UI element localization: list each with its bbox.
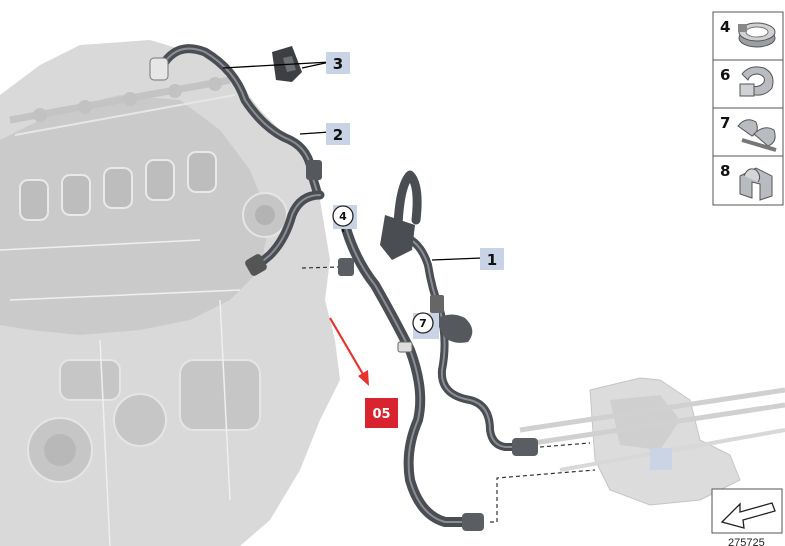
clamp-ring-icon <box>738 22 776 48</box>
legend-item-8-label: 8 <box>720 162 730 180</box>
callout-1-label: 1 <box>487 251 497 269</box>
circle-marker-4[interactable]: 4 <box>332 205 357 229</box>
circle-marker-4-label: 4 <box>339 210 347 223</box>
diagram-id: 275725 <box>728 537 765 546</box>
bracket-clip-icon <box>739 167 773 201</box>
callout-2-label: 2 <box>333 126 343 144</box>
legend-item-8[interactable]: 8 <box>720 162 773 201</box>
leader-lines <box>222 61 483 261</box>
connection-lines <box>301 266 596 523</box>
callout-1[interactable]: 1 <box>480 248 504 270</box>
highlight-badge[interactable]: 05 <box>365 398 398 428</box>
legend-item-4-label: 4 <box>720 18 730 36</box>
highlight-badge-label: 05 <box>372 407 390 422</box>
legend-panel: 4 6 7 8 <box>712 11 784 206</box>
engine-block <box>0 40 340 546</box>
hose-part-2 <box>149 44 323 200</box>
callout-3[interactable]: 3 <box>326 52 350 74</box>
legend-item-4[interactable]: 4 <box>720 18 776 48</box>
circle-marker-7[interactable]: 7 <box>412 312 439 339</box>
clip-open-icon <box>739 66 774 97</box>
hose-bracket <box>519 377 785 506</box>
legend-item-6[interactable]: 6 <box>720 66 774 97</box>
legend-item-6-label: 6 <box>720 66 730 84</box>
circle-marker-7-label: 7 <box>419 317 427 330</box>
red-arrow <box>329 317 369 386</box>
hose-branch <box>245 190 325 276</box>
orientation-arrow-icon <box>711 488 783 534</box>
callout-3-label: 3 <box>333 55 343 73</box>
callout-2[interactable]: 2 <box>326 123 350 145</box>
legend-item-7-label: 7 <box>720 114 730 132</box>
legend-item-7[interactable]: 7 <box>720 114 777 152</box>
hose-part-1 <box>338 170 538 531</box>
double-clip-icon <box>737 119 777 152</box>
